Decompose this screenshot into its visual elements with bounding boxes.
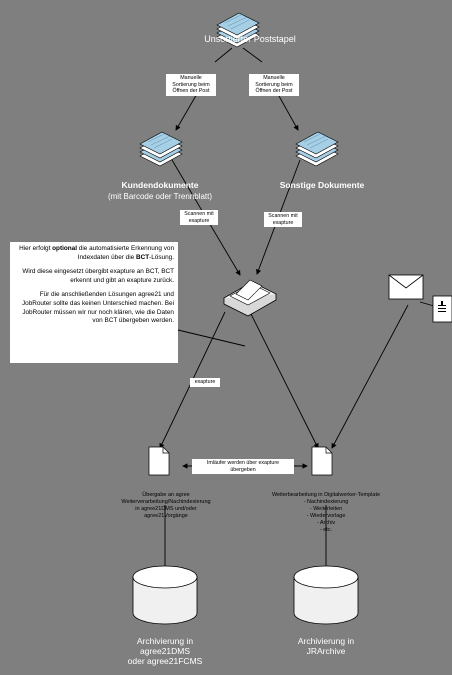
sort-label-right: Manuelle Sortierung beim Öffnen der Post [249,74,299,96]
mailbox-icon [432,295,452,323]
archive-right-label: Archivierung in JRArchive [297,636,355,656]
agree-description: Übergabe an agree Weiterverarbeitung/Nac… [121,492,211,519]
kunden-title: Kundendokumente [121,180,199,190]
database-icon [293,565,359,625]
sonstige-title: Sonstige Dokumente [279,180,365,190]
paper-stack-icon [139,131,183,167]
archive-left-label: Archivierung in agree21DMS oder agree21F… [127,636,203,666]
scan-label-right: Scannen mit exapture [264,212,302,228]
sort-label-left: Manuelle Sortierung beim Öffnen der Post [166,74,216,96]
document-icon [148,446,170,476]
laufer-label: Imläufer werden über exapture übergeben [192,459,294,475]
bct-note: Hier erfolgt optional die automatisierte… [10,242,178,363]
paper-stack-icon [295,131,339,167]
jobrouter-description: Weiterbearbeitung in Digitalwerker-Templ… [271,492,381,533]
exapture-label: exapture [190,378,220,387]
kunden-subtitle: (mit Barcode oder Trennblatt) [107,192,213,201]
scanner-icon [223,279,277,317]
scan-label-left: Scannen mit exapture [180,210,218,226]
stack-title: Unsortierter Poststapel [204,34,296,44]
envelope-icon [388,274,424,300]
database-icon [132,565,198,625]
document-icon [311,446,333,476]
